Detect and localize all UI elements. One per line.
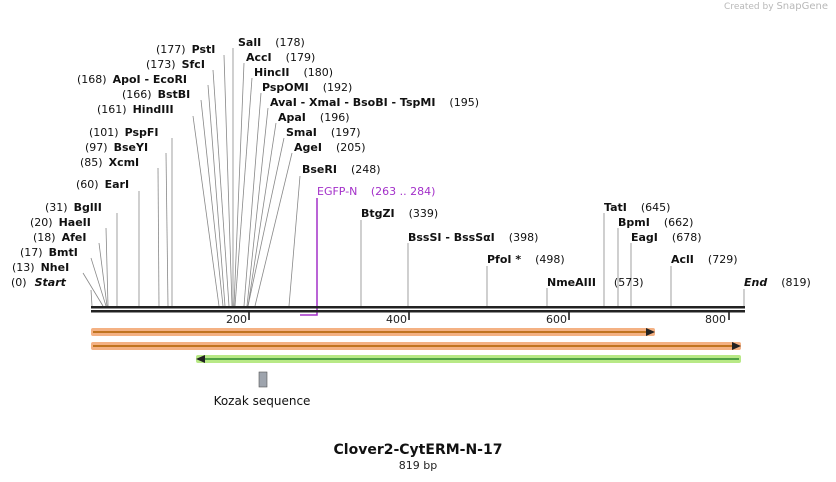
feature-bar-3[interactable]: [196, 355, 741, 363]
site-hincii[interactable]: HincII(180): [254, 66, 333, 79]
ruler-label-600: 600: [546, 313, 567, 326]
site-eari[interactable]: (60)EarI: [76, 178, 129, 191]
site-nmeaiii[interactable]: NmeAIII(573): [547, 276, 644, 289]
site-bmti[interactable]: (17)BmtI: [20, 246, 78, 259]
kozak-sequence-label: Kozak sequence: [214, 394, 311, 408]
ruler-label-200: 200: [226, 313, 247, 326]
leader-line-hincii: [234, 77, 253, 307]
site-afei[interactable]: (18)AfeI: [33, 231, 86, 244]
leader-line-bstbi: [200, 99, 224, 307]
site-bseri[interactable]: BseRI(248): [302, 163, 381, 176]
feature-bar-1[interactable]: [91, 328, 655, 336]
leader-line-apai: [247, 122, 277, 307]
leader-line-start: [90, 289, 93, 307]
site-apoi-ecori[interactable]: (168)ApoI - EcoRI: [77, 73, 187, 86]
site-bseyi[interactable]: (97)BseYI: [85, 141, 148, 154]
leader-line-haeii: [105, 227, 109, 307]
site-end[interactable]: End(819): [744, 276, 811, 289]
ruler-label-800: 800: [705, 313, 726, 326]
leader-line-afei: [98, 242, 108, 307]
site-sfci[interactable]: (173)SfcI: [146, 58, 205, 71]
kozak-sequence-marker[interactable]: [258, 371, 268, 388]
site-btgzi[interactable]: BtgZI(339): [361, 207, 438, 220]
leader-line-xcmi: [157, 167, 160, 307]
leader-line-bseri: [288, 175, 301, 307]
leader-line-smai: [247, 137, 285, 307]
created-by-text: Created by: [724, 2, 774, 12]
site-agei[interactable]: AgeI(205): [294, 141, 366, 154]
site-bsssi-bssasi[interactable]: BssSI - BssSαI(398): [408, 231, 538, 244]
leader-line-psti: [223, 54, 233, 307]
leader-line-bseyi: [165, 152, 169, 307]
snapgene-logo-text: SnapGene: [776, 1, 828, 12]
leader-line-nhei: [82, 272, 104, 307]
site-pfoi[interactable]: PfoI *(498): [487, 253, 565, 266]
site-avai-xmai-bsobi-tspmi[interactable]: AvaI - XmaI - BsoBI - TspMI(195): [270, 96, 479, 109]
site-hindiii[interactable]: (161)HindIII: [97, 103, 174, 116]
leader-line-sfci: [212, 69, 230, 307]
dna-strand-top: [91, 306, 745, 309]
sequence-length: 819 bp: [398, 459, 438, 472]
leader-lines: [82, 48, 745, 307]
site-start[interactable]: (0)Start: [11, 276, 67, 289]
primer-marker: [300, 198, 318, 316]
site-acli[interactable]: AclI(729): [671, 253, 738, 266]
site-xcmi[interactable]: (85)XcmI: [80, 156, 139, 169]
sequence-backbone: 200 400 600 800: [91, 306, 745, 326]
site-smai[interactable]: SmaI(197): [286, 126, 361, 139]
leader-line-acci: [233, 62, 245, 307]
site-eagi[interactable]: EagI(678): [631, 231, 702, 244]
site-tati[interactable]: TatI(645): [604, 201, 670, 214]
features: Kozak sequence: [91, 328, 741, 408]
leader-line-psp0mi: [243, 92, 262, 307]
leader-line-agei: [254, 152, 293, 307]
site-pspfi[interactable]: (101)PspFI: [89, 126, 159, 139]
leader-line-bmti: [90, 257, 107, 307]
feature-1-arrowhead: [646, 328, 655, 336]
primer-egfp-n-name: EGFP-N: [317, 185, 357, 198]
dna-strand-bottom: [91, 310, 745, 312]
site-bpmi[interactable]: BpmI(662): [618, 216, 693, 229]
primer-egfp-n-label[interactable]: EGFP-N (263 .. 284): [317, 185, 435, 198]
ruler-label-400: 400: [386, 313, 407, 326]
leader-line-avai: [246, 107, 269, 307]
site-acci[interactable]: AccI(179): [246, 51, 315, 64]
snapgene-branding: Created by SnapGene: [724, 1, 828, 12]
site-labels: (0)Start (13)NheI (17)BmtI (18)AfeI (20)…: [11, 36, 811, 289]
primer-egfp-n-arrow[interactable]: [300, 198, 318, 316]
site-pspomi[interactable]: PspOMI(192): [262, 81, 352, 94]
feature-3-arrowhead: [196, 355, 205, 363]
site-bglii[interactable]: (31)BglII: [45, 201, 102, 214]
site-nhei[interactable]: (13)NheI: [12, 261, 69, 274]
site-sali[interactable]: SalI(178): [238, 36, 305, 49]
site-bstbi[interactable]: (166)BstBI: [122, 88, 190, 101]
site-psti[interactable]: (177)PstI: [156, 43, 215, 56]
primer-egfp-n-range: (263 .. 284): [371, 185, 436, 198]
sequence-title: Clover2-CytERM-N-17: [333, 442, 503, 458]
site-haeii[interactable]: (20)HaeII: [30, 216, 91, 229]
feature-bar-2[interactable]: [91, 342, 741, 350]
feature-2-arrowhead: [732, 342, 741, 350]
leader-line-ecori: [207, 84, 226, 307]
site-apai[interactable]: ApaI(196): [278, 111, 350, 124]
leader-line-hindiii: [192, 115, 220, 307]
